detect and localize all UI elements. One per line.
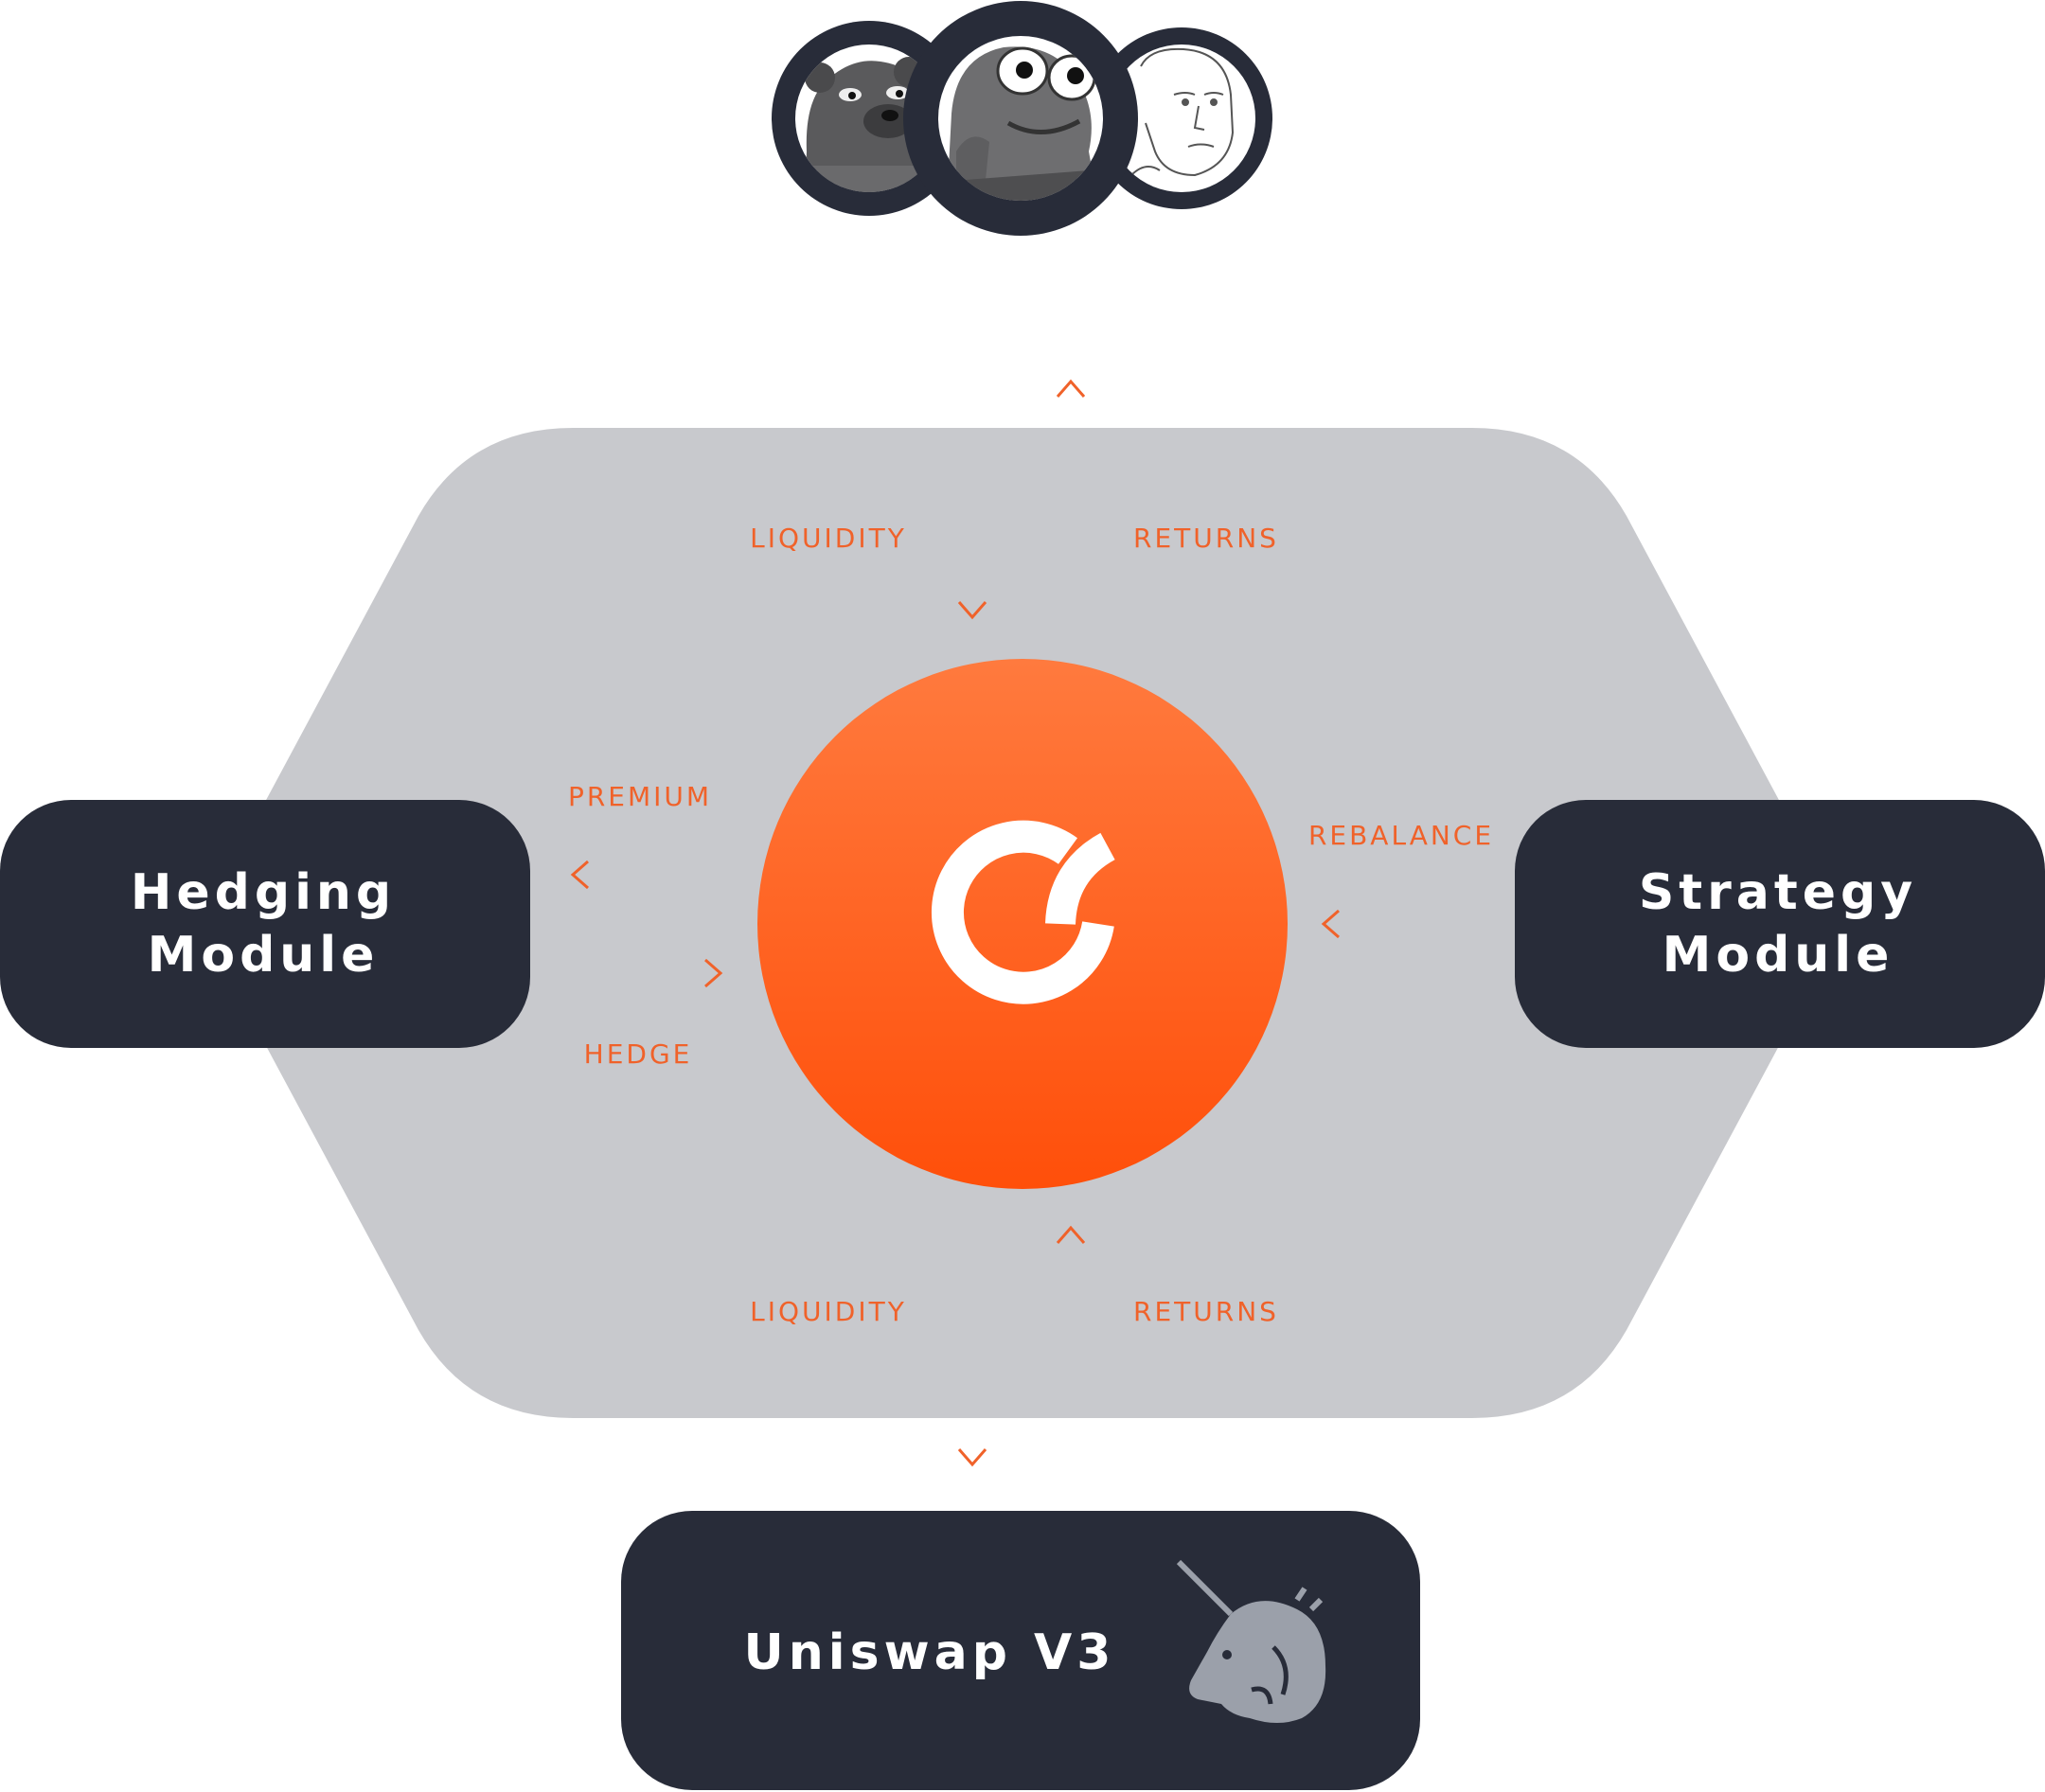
- hedging-module-line2: Module: [148, 927, 380, 984]
- top-returns-label: RETURNS: [1133, 523, 1279, 554]
- strategy-module-line2: Module: [1663, 927, 1894, 984]
- bottom-returns-arrow: [1056, 1225, 1086, 1453]
- rebalance-arrow: [1321, 909, 1463, 939]
- strategy-module-line1: Strategy: [1639, 864, 1917, 921]
- bottom-liquidity-arrow: [957, 1231, 987, 1467]
- hedge-label: HEDGE: [584, 1038, 693, 1070]
- uniswap-label: Uniswap V3: [744, 1624, 1116, 1681]
- premium-arrow: [570, 860, 710, 890]
- hedge-arrow: [582, 958, 723, 988]
- vault-logo-icon: [931, 820, 1116, 1004]
- hedging-module-line1: Hedging: [131, 864, 396, 921]
- bottom-liquidity-label: LIQUIDITY: [750, 1296, 907, 1327]
- top-liquidity-arrow: [957, 388, 987, 620]
- premium-label: PREMIUM: [568, 781, 712, 812]
- strategy-module-box: Strategy Module: [1515, 800, 2045, 1048]
- rebalance-label: REBALANCE: [1308, 820, 1494, 851]
- top-liquidity-label: LIQUIDITY: [750, 523, 907, 554]
- unicorn-icon: [1176, 1559, 1326, 1723]
- bottom-returns-label: RETURNS: [1133, 1296, 1279, 1327]
- hedging-module-box: Hedging Module: [0, 800, 530, 1048]
- frog-avatar-icon: [903, 1, 1138, 236]
- users-group: [772, 1, 1272, 236]
- wojak-avatar-icon: [1091, 27, 1272, 209]
- uniswap-box: Uniswap V3: [621, 1511, 1420, 1790]
- top-returns-arrow: [1056, 379, 1086, 606]
- vault-hub: [757, 659, 1288, 1189]
